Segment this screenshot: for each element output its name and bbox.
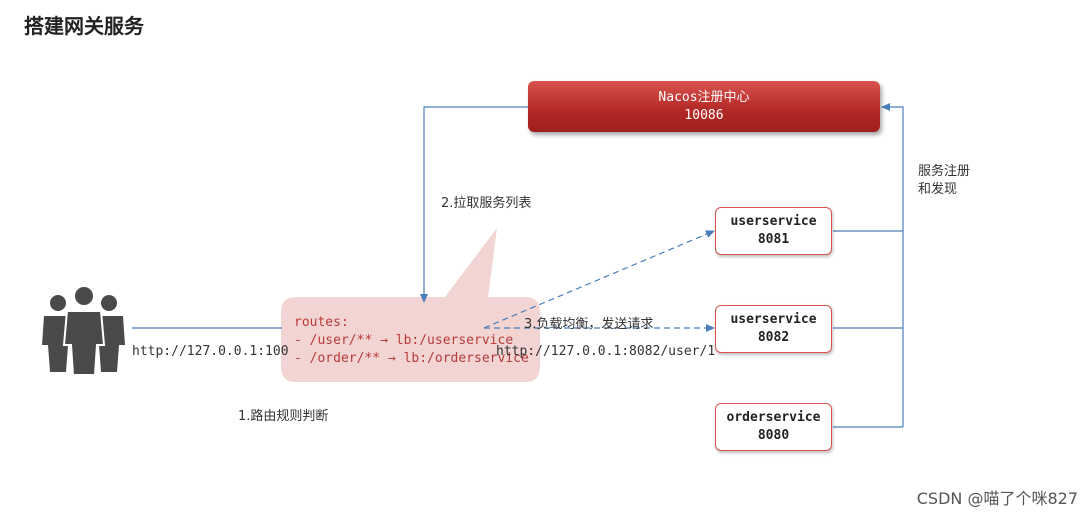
pull-list-arrow: [420, 106, 528, 303]
service-name: orderservice: [726, 410, 821, 425]
route-user: - /user/** → lb:/userservice: [294, 333, 514, 348]
load-balance-label: 3.负载均衡，发送请求: [524, 317, 654, 332]
nacos-name: Nacos注册中心: [658, 89, 750, 105]
route-rule-label: 1.路由规则判断: [238, 409, 329, 424]
service-port: 8080: [757, 428, 790, 443]
pull-list-label: 2.拉取服务列表: [441, 196, 532, 211]
routes-bubble: [281, 228, 540, 382]
service-port: 8082: [757, 330, 790, 345]
service-port: 8081: [757, 232, 790, 247]
route-order: - /order/** → lb:/orderservice: [294, 351, 529, 366]
service-name: userservice: [730, 312, 817, 327]
service-orderservice-8080: orderservice 8080: [715, 403, 832, 451]
service-name: userservice: [730, 214, 817, 229]
register-arrow: [881, 103, 904, 427]
page-title: 搭建网关服务: [24, 14, 144, 38]
watermark: CSDN @喵了个咪827: [916, 489, 1078, 508]
service-userservice-8082: userservice 8082: [715, 305, 832, 353]
nacos-port: 10086: [684, 107, 724, 123]
register-label: 服务注册: [918, 164, 971, 179]
lb-arrow-8081: [483, 230, 715, 329]
routes-header: routes:: [294, 315, 349, 330]
users-icon: [42, 285, 125, 376]
nacos-registry: Nacos注册中心 10086: [528, 81, 880, 132]
service-userservice-8081: userservice 8081: [715, 207, 832, 255]
discover-label: 和发现: [918, 182, 958, 197]
client-url-label: http://127.0.0.1:100: [132, 344, 289, 359]
routes-config: routes: - /user/** → lb:/userservice - /…: [294, 314, 529, 368]
service-url-label: http://127.0.0.1:8082/user/1: [496, 344, 716, 359]
